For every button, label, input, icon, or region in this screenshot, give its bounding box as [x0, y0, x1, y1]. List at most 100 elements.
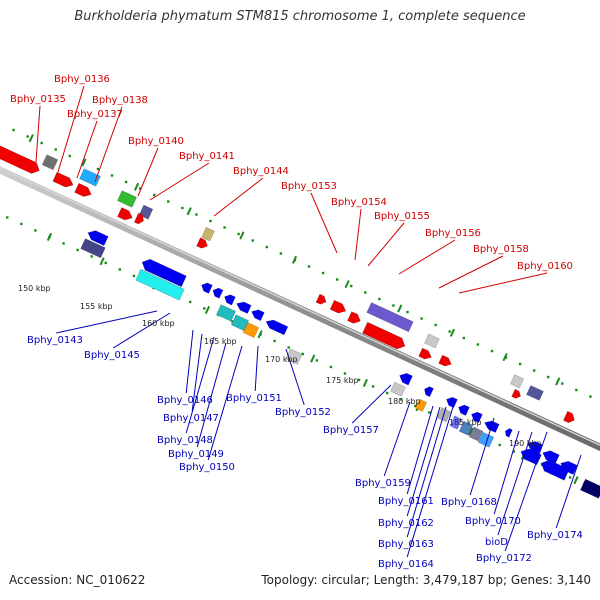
track-dot	[307, 265, 311, 268]
gene-feature	[477, 431, 495, 448]
track-tick	[46, 232, 53, 241]
track-dot	[589, 395, 592, 398]
gene-feature	[201, 282, 213, 294]
track-dot	[12, 128, 15, 132]
track-dot	[195, 213, 198, 216]
gene-feature	[414, 398, 428, 412]
gene-features	[0, 145, 600, 499]
track-dot	[357, 378, 361, 382]
gene-feature	[74, 182, 92, 197]
track-tick	[397, 304, 403, 313]
forward-gene-label: Bphy_0160	[517, 261, 573, 272]
track-dot	[279, 252, 283, 255]
gene-feature	[390, 381, 406, 397]
gene-feature	[196, 237, 208, 249]
track-dot	[209, 219, 212, 223]
forward-leader-line	[438, 255, 504, 289]
forward-leader-line	[94, 106, 123, 183]
gene-feature	[504, 428, 513, 438]
track-tick	[204, 305, 211, 314]
track-dot	[315, 359, 319, 362]
reverse-gene-label: Bphy_0145	[84, 350, 140, 361]
gene-feature	[41, 154, 59, 171]
reverse-gene-label: Bphy_0146	[157, 395, 213, 406]
track-dot	[68, 154, 72, 158]
track-dot	[335, 278, 339, 281]
forward-gene-label: Bphy_0138	[92, 95, 148, 106]
track-dot	[329, 365, 333, 369]
track-dot	[181, 206, 184, 210]
track-tick	[573, 476, 579, 485]
track-dot	[512, 450, 516, 453]
reverse-leader-line	[56, 310, 158, 334]
gene-feature	[484, 420, 500, 433]
gene-feature	[52, 171, 74, 188]
reverse-leader-line	[469, 417, 495, 496]
reverse-gene-label: Bphy_0174	[527, 530, 583, 541]
track-dot	[385, 391, 389, 395]
track-dot	[448, 330, 451, 333]
track-tick	[28, 134, 34, 143]
track-dot	[231, 320, 234, 323]
gene-feature	[315, 293, 327, 305]
gene-feature	[362, 321, 406, 350]
track-dot	[476, 343, 480, 346]
reverse-gene-label: Bphy_0152	[275, 407, 331, 418]
reverse-leader-line	[351, 384, 392, 424]
track-dot	[371, 385, 375, 388]
track-dot	[124, 180, 128, 184]
track-dot	[392, 304, 395, 307]
track-dot	[251, 239, 254, 242]
track-dot	[153, 193, 156, 197]
track-dot	[561, 382, 564, 385]
gene-feature	[424, 386, 434, 398]
scale-label: 150 kbp	[18, 284, 51, 293]
reverse-gene-label: Bphy_0172	[476, 553, 532, 564]
track-dot	[104, 261, 107, 265]
track-dot	[575, 388, 578, 392]
track-dot	[40, 141, 43, 145]
track-dot	[406, 310, 409, 314]
forward-gene-label: Bphy_0158	[473, 244, 529, 255]
gene-feature	[511, 388, 521, 399]
forward-gene-label: Bphy_0136	[54, 74, 110, 85]
reverse-leader-line	[406, 406, 454, 558]
track-dot	[203, 307, 206, 310]
gene-feature	[0, 145, 40, 174]
track-dot	[237, 232, 240, 236]
forward-gene-label: Bphy_0144	[233, 166, 289, 177]
track-dot	[428, 411, 431, 414]
track-dot	[504, 356, 508, 359]
reverse-leader-line	[493, 430, 520, 515]
track-tick	[133, 182, 140, 191]
gene-feature	[251, 309, 265, 322]
track-dot	[34, 229, 37, 232]
track-dot	[167, 200, 170, 203]
gene-feature	[230, 314, 250, 332]
track-dot	[110, 174, 114, 177]
forward-leader-line	[213, 177, 264, 217]
scale-label: 190 kbp	[509, 439, 542, 448]
gene-feature	[540, 459, 570, 481]
forward-gene-label: Bphy_0156	[425, 228, 481, 239]
scale-label: 185 kbp	[449, 418, 482, 427]
reverse-leader-line	[185, 336, 215, 434]
gene-feature	[458, 420, 474, 436]
forward-leader-line	[310, 192, 338, 254]
gene-feature	[201, 226, 215, 242]
gene-labels: Bphy_0135Bphy_0136Bphy_0137Bphy_0138Bphy…	[10, 74, 583, 570]
gene-feature	[212, 287, 224, 299]
gene-feature	[468, 426, 484, 442]
gene-feature	[80, 238, 106, 259]
track-dot	[462, 336, 465, 340]
forward-gene-label: Bphy_0140	[128, 136, 184, 147]
track-tick	[449, 328, 456, 337]
track-dot	[223, 226, 226, 229]
gene-feature	[347, 311, 361, 324]
reverse-gene-label: Bphy_0151	[226, 393, 282, 404]
reverse-gene-label: Bphy_0161	[378, 496, 434, 507]
scale-label: 165 kbp	[204, 337, 237, 346]
label-leader-lines	[35, 85, 582, 558]
